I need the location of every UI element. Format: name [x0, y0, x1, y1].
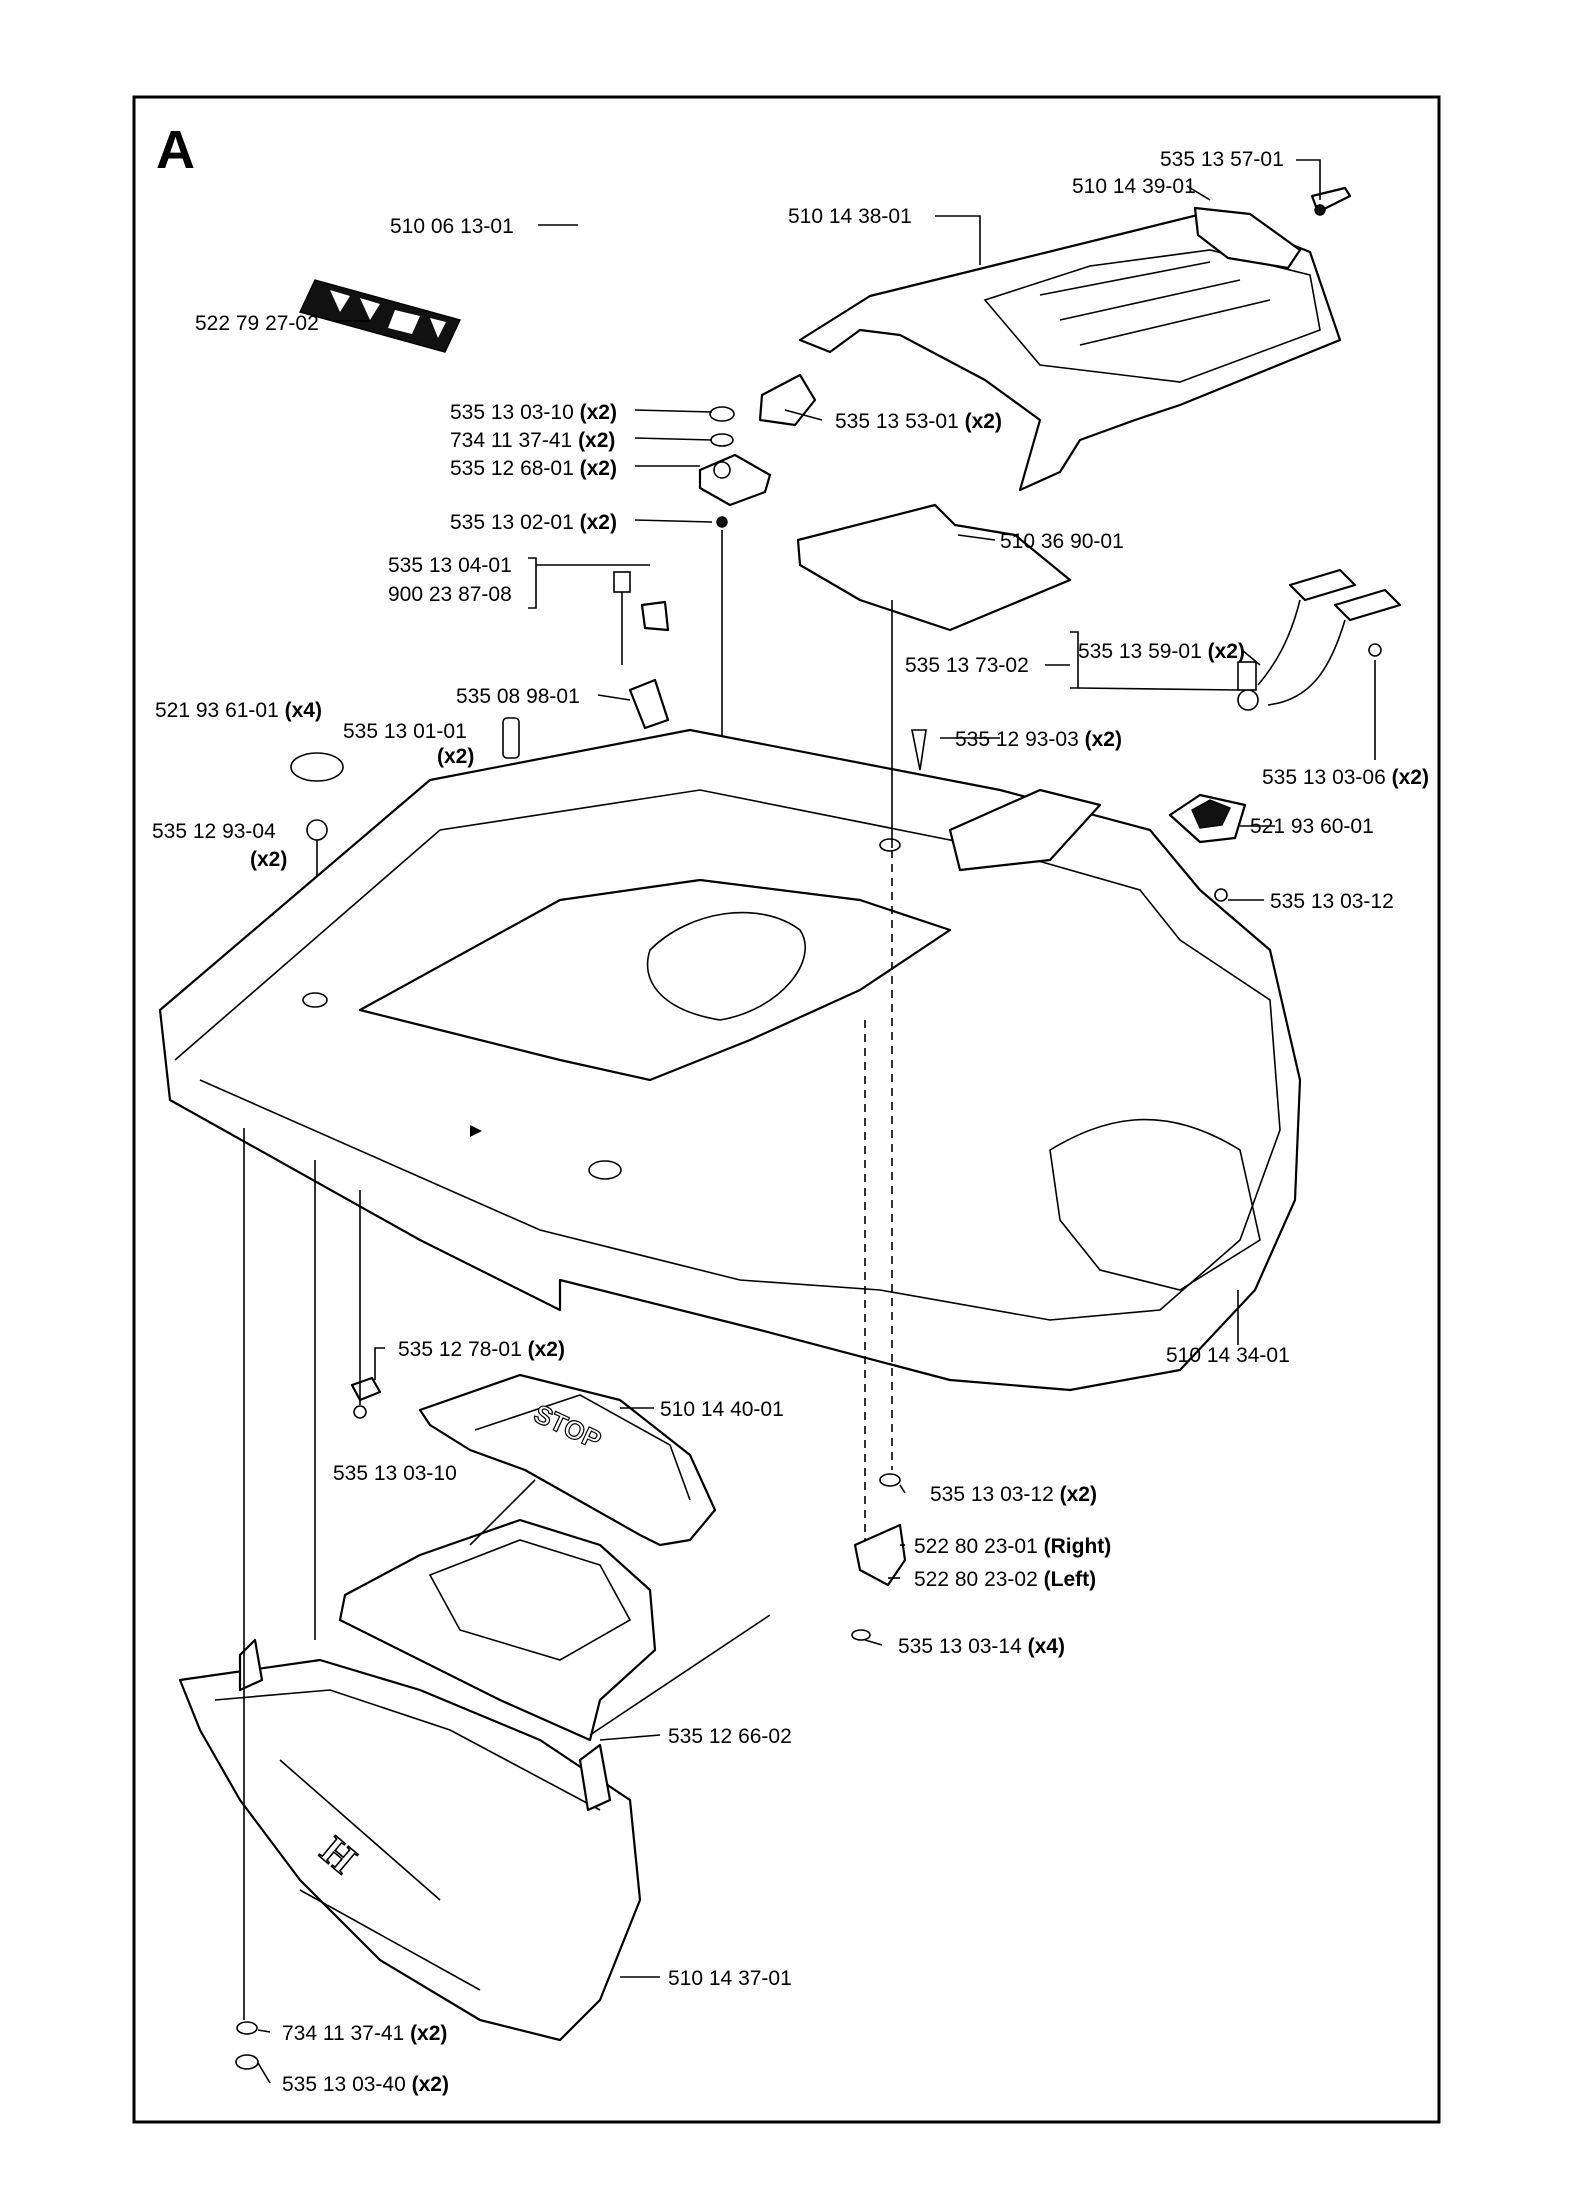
bracket-illustration: [851, 1473, 907, 1641]
hardware-stack-illustration: [698, 406, 772, 1060]
main-body-illustration: [158, 728, 1302, 1392]
front-cover-illustration: H: [178, 1638, 642, 2070]
callout-535-13-02-01-x2: 535 13 02-01 (x2): [450, 511, 617, 534]
callout-535-12-66-02: 535 12 66-02: [668, 1725, 792, 1748]
callout-900-23-87-08: 900 23 87-08: [388, 583, 512, 606]
callout-535-13-59-01-x2: 535 13 59-01 (x2): [1078, 640, 1245, 663]
callout-535-12-93-04-x2-qty: (x2): [250, 848, 287, 871]
callout-734-11-37-41-x2-top: 734 11 37-41 (x2): [450, 429, 615, 452]
callout-535-13-03-12: 535 13 03-12: [1270, 890, 1394, 913]
plate-illustration: [796, 503, 1072, 632]
callout-535-13-57-01: 535 13 57-01: [1160, 148, 1284, 171]
section-label: A: [156, 120, 195, 180]
inner-plate-illustration: [338, 1479, 771, 1742]
callout-510-14-39-01: 510 14 39-01: [1072, 175, 1196, 198]
callout-522-79-27-02: 522 79 27-02: [195, 312, 319, 335]
callout-535-08-98-01: 535 08 98-01: [456, 685, 580, 708]
callout-535-13-03-14-x4: 535 13 03-14 (x4): [898, 1635, 1065, 1658]
callout-535-13-01-01-x2-qty: (x2): [437, 745, 474, 768]
callout-535-13-03-10-x2: 535 13 03-10 (x2): [450, 401, 617, 424]
top-cover-illustration: [758, 186, 1352, 492]
diagram-frame: [132, 95, 1441, 2124]
cover-flap-illustration: [1193, 206, 1302, 270]
callout-510-14-34-01: 510 14 34-01: [1166, 1344, 1290, 1367]
callout-leaders: [257, 159, 1376, 2084]
callout-535-13-03-10: 535 13 03-10: [333, 1462, 457, 1485]
callout-510-14-37-01: 510 14 37-01: [668, 1967, 792, 1990]
stop-button-illustration: STOP: [350, 1373, 717, 1547]
callout-510-36-90-01: 510 36 90-01: [1000, 530, 1124, 553]
callout-535-13-03-40-x2: 535 13 03-40 (x2): [282, 2073, 449, 2096]
callout-521-93-60-01: 521 93 60-01: [1250, 815, 1374, 838]
callout-labels: 510 06 13-01 522 79 27-02 535 13 57-01 5…: [152, 148, 1429, 2096]
callout-522-80-23-01-right: 522 80 23-01 (Right): [914, 1535, 1111, 1558]
callout-510-06-13-01: 510 06 13-01: [390, 215, 514, 238]
callout-535-12-78-01-x2: 535 12 78-01 (x2): [398, 1338, 565, 1361]
callout-535-13-73-02: 535 13 73-02: [905, 654, 1029, 677]
callout-535-13-03-06-x2: 535 13 03-06 (x2): [1262, 766, 1429, 789]
fastener-parts-illustration: [290, 571, 1259, 1000]
wire-harness-illustration: [1257, 568, 1402, 706]
callout-510-14-38-01: 510 14 38-01: [788, 205, 912, 228]
callout-535-13-53-01-x2: 535 13 53-01 (x2): [835, 410, 1002, 433]
callout-535-12-93-03-x2: 535 12 93-03 (x2): [955, 728, 1122, 751]
callout-535-13-04-01: 535 13 04-01: [388, 554, 512, 577]
callout-521-93-61-01-x4: 521 93 61-01 (x4): [155, 699, 322, 722]
callout-522-80-23-02-left: 522 80 23-02 (Left): [914, 1568, 1096, 1591]
callout-535-13-01-01-x2: 535 13 01-01: [343, 720, 467, 743]
callout-535-12-93-04-x2: 535 12 93-04: [152, 820, 276, 843]
callout-535-12-68-01-x2: 535 12 68-01 (x2): [450, 457, 617, 480]
callout-510-14-40-01: 510 14 40-01: [660, 1398, 784, 1421]
callout-734-11-37-41-x2-bottom: 734 11 37-41 (x2): [282, 2022, 447, 2045]
keypad-illustration: [1168, 793, 1247, 902]
decal-strip-illustration: [299, 279, 461, 353]
callout-535-13-03-12-x2: 535 13 03-12 (x2): [930, 1483, 1097, 1506]
